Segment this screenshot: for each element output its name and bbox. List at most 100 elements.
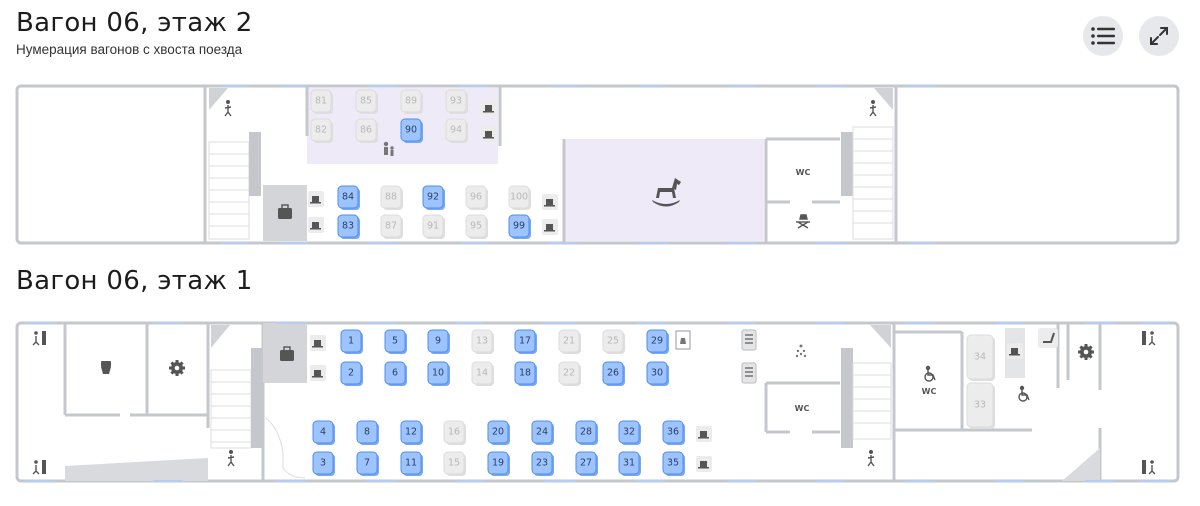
rocking-horse-icon — [652, 178, 681, 207]
settings-icon — [1078, 344, 1094, 360]
seat-91: 91 — [422, 214, 445, 239]
seat-17[interactable]: 17 — [514, 329, 537, 354]
seat-19[interactable]: 19 — [487, 451, 510, 476]
seat-13: 13 — [471, 329, 494, 354]
seat-number: 92 — [427, 192, 439, 203]
expand-icon — [1150, 27, 1168, 45]
exit-door-icon — [32, 460, 46, 475]
seat-14: 14 — [471, 361, 494, 386]
seat-number: 28 — [580, 427, 592, 438]
seat-number: 17 — [519, 336, 531, 347]
exit-door-icon — [1142, 331, 1156, 346]
seat-27[interactable]: 27 — [575, 451, 598, 476]
list-icon — [1091, 27, 1115, 45]
seat-92[interactable]: 92 — [422, 185, 445, 210]
seat-34: 34 — [966, 334, 995, 381]
seat-90[interactable]: 90 — [400, 118, 423, 143]
table-coffee-icon — [310, 365, 326, 381]
seat-number: 10 — [432, 368, 444, 379]
seat-number: 5 — [392, 336, 398, 347]
seat-number: 31 — [623, 458, 635, 469]
floor2-subtitle: Нумерация вагонов с хвоста поезда — [16, 42, 243, 57]
seat-24[interactable]: 24 — [531, 420, 554, 445]
seat-number: 91 — [427, 221, 439, 232]
seat-number: 7 — [364, 458, 370, 469]
seat-number: 20 — [492, 427, 504, 438]
seat-number: 88 — [385, 192, 397, 203]
seat-9[interactable]: 9 — [427, 329, 450, 354]
toilet-icon — [101, 361, 111, 374]
seat-16: 16 — [443, 420, 466, 445]
stairs-left — [210, 323, 306, 481]
seat-12[interactable]: 12 — [400, 420, 423, 445]
seat-number: 24 — [536, 427, 548, 438]
seat-96: 96 — [465, 185, 488, 210]
seat-33: 33 — [966, 382, 995, 429]
seat-1[interactable]: 1 — [340, 329, 363, 354]
seat-number: 14 — [476, 368, 488, 379]
accessible-compartment: WC — [894, 323, 1156, 481]
seat-18[interactable]: 18 — [514, 361, 537, 386]
wheelchair-icon — [1018, 385, 1030, 402]
seat-number: 33 — [974, 400, 986, 411]
seat-8[interactable]: 8 — [356, 420, 379, 445]
table-coffee-icon — [481, 100, 497, 116]
seat-10[interactable]: 10 — [427, 361, 450, 386]
exit-door-icon — [1142, 460, 1156, 475]
seat-26[interactable]: 26 — [602, 361, 625, 386]
seat-87: 87 — [380, 214, 403, 239]
seat-number: 89 — [405, 96, 417, 107]
seat-81: 81 — [310, 89, 333, 114]
seat-30[interactable]: 30 — [646, 361, 669, 386]
stairs-person-icon — [867, 450, 875, 467]
table-coffee-icon — [696, 426, 712, 442]
ironing-icon — [796, 214, 810, 229]
seat-7[interactable]: 7 — [356, 451, 379, 476]
seat-88: 88 — [380, 185, 403, 210]
seat-number: 87 — [385, 221, 397, 232]
recline-seat-icon — [1038, 328, 1058, 348]
locker-icon — [741, 329, 757, 351]
seat-6[interactable]: 6 — [384, 361, 407, 386]
seat-28[interactable]: 28 — [575, 420, 598, 445]
seat-83[interactable]: 83 — [337, 214, 360, 239]
seat-5[interactable]: 5 — [384, 329, 407, 354]
seat-31[interactable]: 31 — [618, 451, 641, 476]
seat-32[interactable]: 32 — [618, 420, 641, 445]
stairs-right — [841, 323, 896, 481]
seat-4[interactable]: 4 — [312, 420, 335, 445]
seat-number: 22 — [563, 368, 575, 379]
seat-95: 95 — [465, 214, 488, 239]
seat-99[interactable]: 99 — [508, 214, 531, 239]
list-view-button[interactable] — [1083, 16, 1123, 56]
seat-23[interactable]: 23 — [531, 451, 554, 476]
expand-button[interactable] — [1139, 16, 1179, 56]
stairs-person-icon — [227, 450, 235, 467]
seat-number: 100 — [510, 192, 528, 203]
seat-21: 21 — [558, 329, 581, 354]
seat-84[interactable]: 84 — [337, 185, 360, 210]
seat-20[interactable]: 20 — [487, 420, 510, 445]
seat-11[interactable]: 11 — [400, 451, 423, 476]
seat-29[interactable]: 29 — [646, 329, 669, 354]
luggage-icon — [278, 204, 292, 219]
baby-changing-icon — [675, 330, 691, 350]
locker-icon — [741, 362, 757, 384]
seat-number: 95 — [470, 221, 482, 232]
seat-93: 93 — [445, 89, 468, 114]
shower-icon — [795, 344, 807, 358]
seat-number: 99 — [513, 221, 525, 232]
seat-number: 84 — [342, 192, 354, 203]
seat-number: 19 — [492, 458, 504, 469]
table-coffee-icon — [310, 335, 326, 351]
seat-2[interactable]: 2 — [340, 361, 363, 386]
seat-number: 32 — [623, 427, 635, 438]
seat-number: 15 — [448, 458, 460, 469]
table-coffee-icon — [1007, 343, 1023, 359]
seat-36[interactable]: 36 — [662, 420, 685, 445]
seat-number: 34 — [974, 352, 986, 363]
seat-3[interactable]: 3 — [312, 451, 335, 476]
seat-number: 4 — [320, 427, 326, 438]
seat-35[interactable]: 35 — [662, 451, 685, 476]
